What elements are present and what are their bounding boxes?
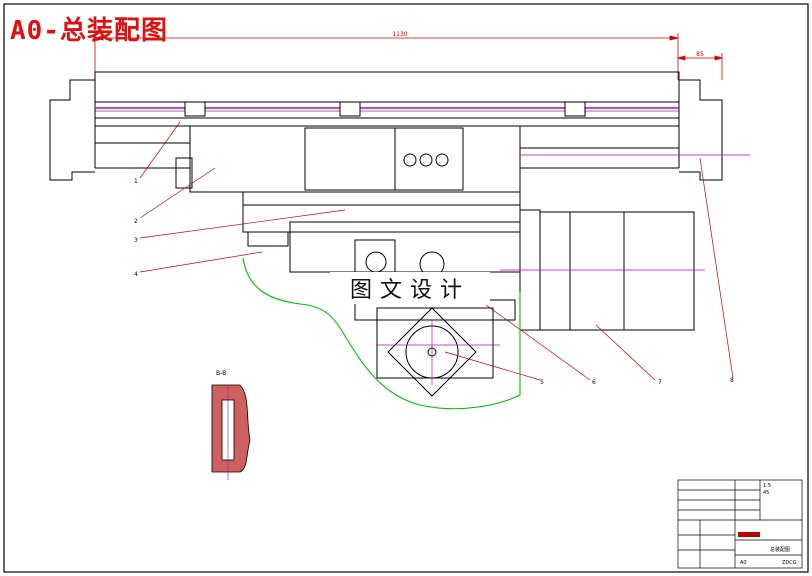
- callout-6: 6: [592, 379, 596, 386]
- leader-lines: [139, 121, 734, 381]
- drawing-border: [3, 3, 809, 573]
- callout-3: 3: [134, 237, 138, 244]
- title-block-sheet-count: 45: [763, 490, 769, 496]
- drawing-title: A0-总装配图: [10, 16, 168, 46]
- flange-motor: [376, 307, 494, 397]
- cutaway-boundary: [242, 257, 521, 410]
- title-block-code: ZDCG: [782, 560, 797, 566]
- end-width-label: 85: [696, 51, 704, 58]
- callout-2: 2: [134, 218, 138, 225]
- guide-rail-beam: [94, 71, 680, 169]
- centerlines: [376, 154, 750, 385]
- callout-5: 5: [540, 379, 544, 386]
- callout-numbers: 1 2 3 4 5 6 7 8: [134, 178, 734, 386]
- end-dimension: [676, 53, 724, 80]
- watermark-text: 图文设计: [330, 272, 490, 304]
- gearbox: [247, 221, 521, 321]
- title-block-scale: 1:5: [763, 483, 771, 489]
- left-end-support: [49, 79, 95, 181]
- section-label: B-B: [216, 370, 226, 377]
- section-detail: [211, 384, 251, 480]
- title-block-name: 总装配图: [770, 546, 790, 553]
- callout-8: 8: [730, 377, 734, 384]
- callout-7: 7: [658, 379, 662, 386]
- title-block-sheet: A0: [740, 560, 747, 566]
- callout-1: 1: [134, 178, 138, 185]
- right-end-support: [679, 79, 723, 181]
- overall-dimension: [94, 33, 679, 80]
- callout-4: 4: [134, 271, 138, 278]
- overall-length-label: 1130: [392, 31, 407, 38]
- title-block: [677, 479, 803, 569]
- bearing-blocks: [184, 101, 586, 117]
- gauge-dials: [403, 153, 449, 167]
- carriage: [175, 125, 521, 233]
